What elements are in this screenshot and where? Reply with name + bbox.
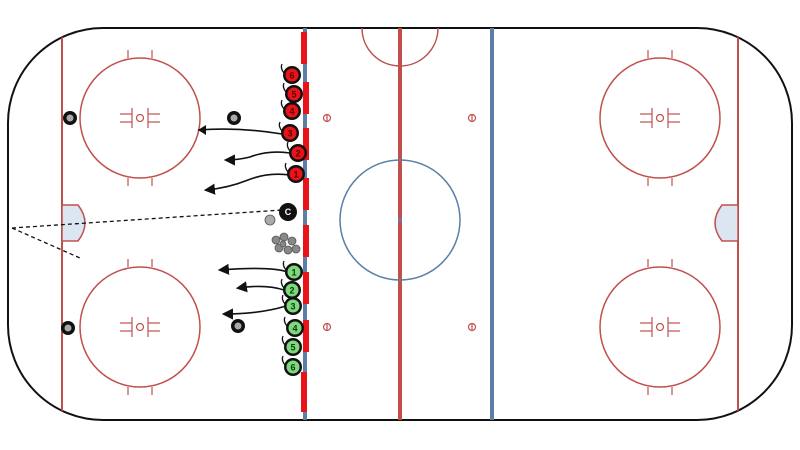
faceoff-circle-top-right [599,50,721,186]
cone-icon [61,321,75,335]
cone-icon [231,319,245,333]
red-player-6: 6 [280,63,301,84]
player-number: 6 [289,71,294,81]
player-number: 3 [290,302,295,312]
red-player-1: 1 [284,162,305,183]
player-fill [286,299,300,313]
green-player-6: 6 [281,355,302,376]
red-team-players: 6 5 4 32 1 [278,63,307,183]
hockey-stick-icon [280,63,285,74]
skating-paths-red [197,128,291,195]
passing-lanes [11,209,283,259]
player-number: 2 [295,149,300,159]
hockey-stick-icon [280,278,285,289]
faceoff-circle-bottom-right [599,259,721,395]
coach-marker: C [279,203,297,221]
red-player-3: 3 [278,121,299,142]
bench-markers [301,32,309,412]
skating-paths-green [217,263,289,320]
player-fill [285,104,299,118]
hockey-stick-icon [278,121,283,132]
hockey-stick-icon [286,141,291,152]
hockey-stick-icon [282,82,287,93]
player-number: 1 [293,170,298,180]
hockey-stick-icon [281,294,286,305]
cone-icon [227,111,241,125]
player-number: 2 [289,286,294,296]
red-player-4: 4 [280,99,301,120]
hockey-stick-icon [282,260,287,271]
puck-icon [264,214,301,255]
hockey-stick-icon [281,335,286,346]
neutral-zone-dots [322,113,477,332]
player-fill [288,321,302,335]
player-fill [286,340,300,354]
player-number: 3 [287,129,292,139]
player-fill [283,126,297,140]
green-player-5: 5 [281,335,302,356]
green-player-3: 3 [281,294,302,315]
player-number: 4 [289,107,294,117]
center-dot [398,218,402,222]
top-center-arc [361,28,439,67]
stop-marker [198,125,206,135]
coach-label: C [285,207,292,217]
player-number: 1 [291,268,296,278]
player-fill [285,283,299,297]
faceoff-circle-top-left [79,50,201,186]
red-player-2: 2 [286,141,307,162]
hockey-stick-icon [281,355,286,366]
player-number: 5 [290,343,295,353]
player-fill [287,265,301,279]
left-goal-crease [61,204,86,242]
cone-icon [63,111,77,125]
green-player-2: 2 [280,278,301,299]
player-number: 4 [292,324,297,334]
hockey-stick-icon [284,162,289,173]
red-player-5: 5 [282,82,303,103]
player-number: 5 [291,90,296,100]
player-fill [291,146,305,160]
right-goal-crease [714,204,739,242]
player-fill [285,68,299,82]
center-circle [339,159,461,281]
player-fill [289,167,303,181]
green-team-players: 1 2 3 4 5 6 [280,260,304,376]
hockey-stick-icon [280,99,285,110]
hockey-stick-icon [283,316,288,327]
player-number: 6 [290,363,295,373]
faceoff-circle-bottom-left [79,259,201,395]
green-player-1: 1 [282,260,303,281]
player-fill [287,87,301,101]
player-fill [286,360,300,374]
green-player-4: 4 [283,316,304,337]
